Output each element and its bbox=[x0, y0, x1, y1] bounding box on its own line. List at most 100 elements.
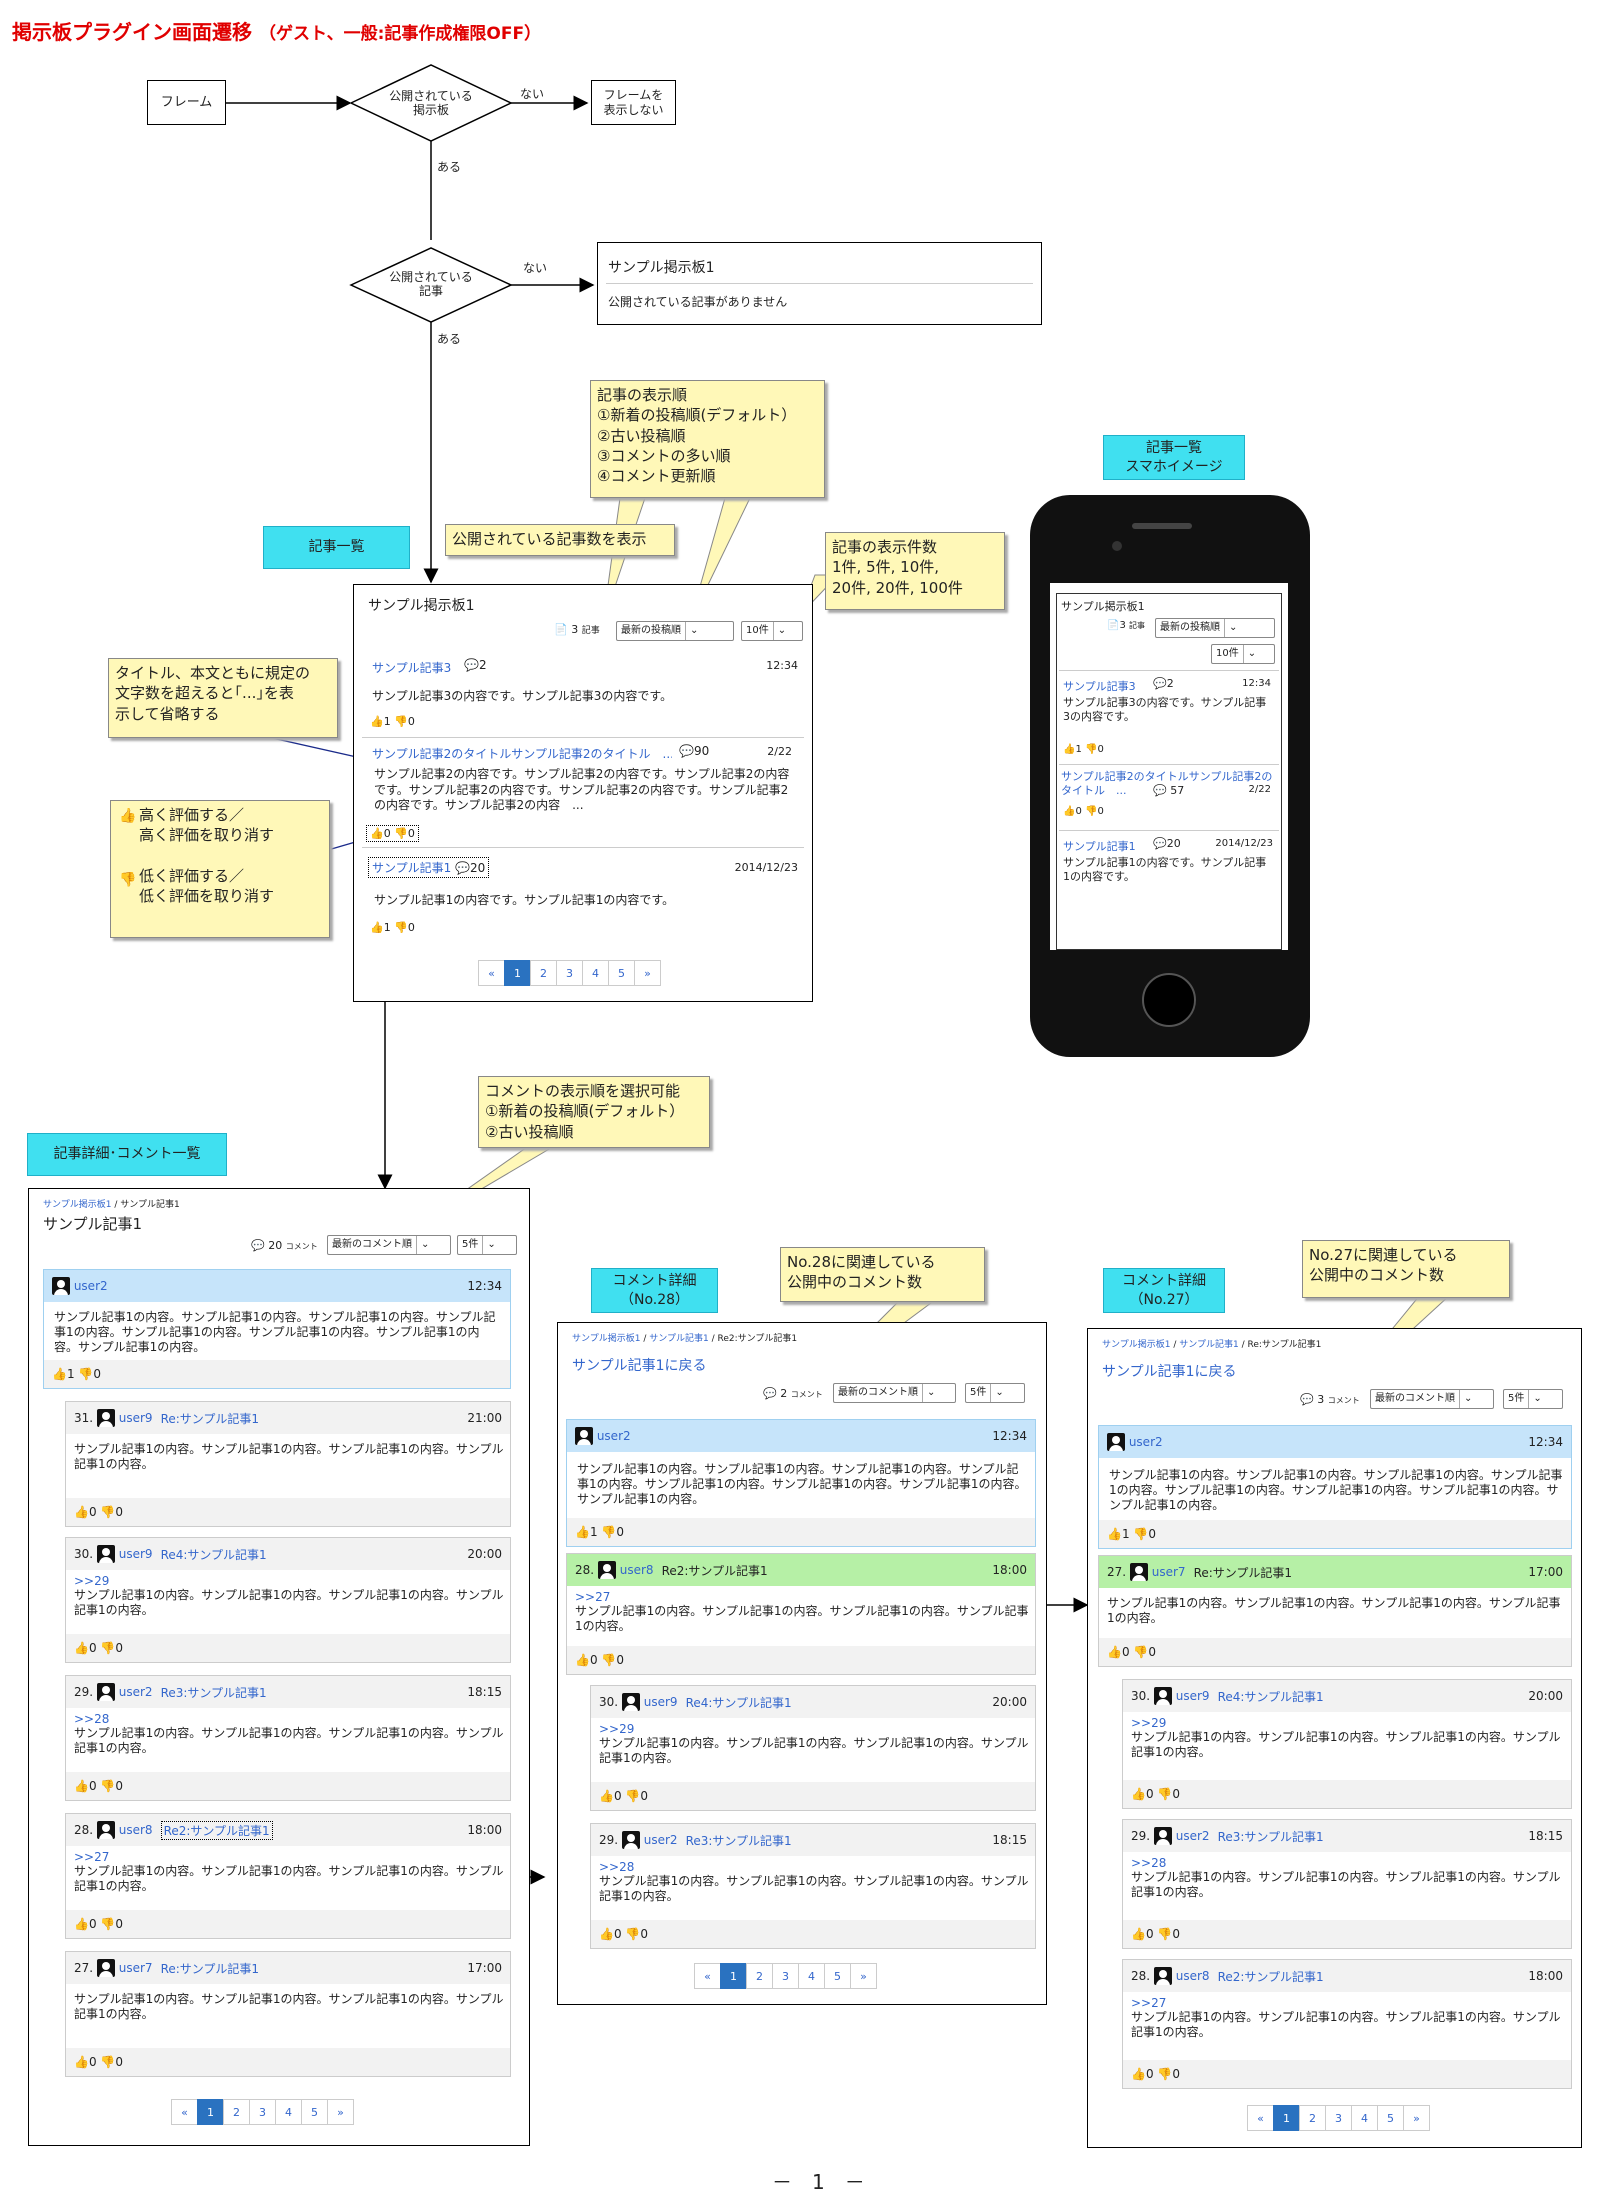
limit-select[interactable]: 10件⌄ bbox=[741, 621, 803, 641]
like-icon[interactable]: 👍 bbox=[1131, 2067, 1146, 2081]
comment-user[interactable]: user8 bbox=[619, 1563, 654, 1577]
dislike-icon[interactable]: 👎 bbox=[1157, 2067, 1173, 2081]
page-link[interactable]: 3 bbox=[556, 960, 583, 986]
reply-ref-link[interactable]: >>28 bbox=[1131, 1856, 1167, 1870]
like-icon[interactable]: 👍 bbox=[74, 1917, 89, 1931]
like-icon[interactable]: 👍 bbox=[1107, 1645, 1122, 1659]
page-next[interactable]: » bbox=[634, 960, 661, 986]
comment-user[interactable]: user7 bbox=[118, 1961, 153, 1975]
page-link[interactable]: 2 bbox=[530, 960, 557, 986]
like-icon[interactable]: 👍 bbox=[74, 2055, 89, 2069]
reply-ref-link[interactable]: >>27 bbox=[575, 1590, 611, 1604]
like-icon[interactable]: 👍 bbox=[599, 1789, 614, 1803]
like-icon[interactable]: 👍 bbox=[1131, 1787, 1146, 1801]
comment-title[interactable]: Re:サンプル記事1 bbox=[1193, 1565, 1293, 1580]
page-prev[interactable]: « bbox=[1247, 2105, 1274, 2131]
reply-ref-link[interactable]: >>27 bbox=[74, 1850, 110, 1864]
reply-ref-link[interactable]: >>29 bbox=[1131, 1716, 1167, 1730]
dislike-icon[interactable]: 👎 bbox=[601, 1653, 617, 1667]
like-icon[interactable]: 👍 bbox=[74, 1641, 89, 1655]
comment-title[interactable]: Re4:サンプル記事1 bbox=[1217, 1689, 1324, 1704]
comment-limit-select[interactable]: 5件⌄ bbox=[457, 1235, 517, 1255]
dislike-icon[interactable]: 👎 bbox=[1157, 1927, 1173, 1941]
like-icon[interactable]: 👍 bbox=[370, 921, 384, 934]
back-link[interactable]: サンプル記事1に戻る bbox=[572, 1358, 707, 1374]
comment-sort-select[interactable]: 最新のコメント順⌄ bbox=[327, 1235, 451, 1255]
page-link[interactable]: 2 bbox=[1299, 2105, 1326, 2131]
comment-title[interactable]: Re:サンプル記事1 bbox=[160, 1411, 260, 1426]
comment-user[interactable]: user2 bbox=[643, 1833, 678, 1847]
page-link[interactable]: 3 bbox=[1325, 2105, 1352, 2131]
reply-ref-link[interactable]: >>29 bbox=[74, 1574, 110, 1588]
article-title[interactable]: サンプル記事2のタイトルサンプル記事2のタイトル ... bbox=[1061, 770, 1273, 797]
comment-title[interactable]: Re2:サンプル記事1 bbox=[160, 1820, 273, 1840]
page-next[interactable]: » bbox=[1403, 2105, 1430, 2131]
dislike-icon[interactable]: 👎 bbox=[100, 1641, 116, 1655]
reply-ref-link[interactable]: >>28 bbox=[599, 1860, 635, 1874]
article-title-box[interactable]: サンプル記事1 💬20 bbox=[368, 857, 490, 878]
like-icon[interactable]: 👍 bbox=[74, 1505, 89, 1519]
page-link[interactable]: 4 bbox=[275, 2099, 302, 2125]
like-icon[interactable]: 👍 bbox=[74, 1779, 89, 1793]
comment-title[interactable]: Re4:サンプル記事1 bbox=[685, 1695, 792, 1710]
limit-select[interactable]: 10件⌄ bbox=[1211, 644, 1275, 664]
comment-title[interactable]: Re4:サンプル記事1 bbox=[160, 1547, 267, 1562]
page-link[interactable]: 3 bbox=[772, 1963, 799, 1989]
sort-select[interactable]: 最新の投稿順⌄ bbox=[616, 621, 734, 641]
sort-select[interactable]: 最新の投稿順⌄ bbox=[1155, 618, 1275, 638]
page-link[interactable]: 3 bbox=[249, 2099, 276, 2125]
comment-user[interactable]: user2 bbox=[1175, 1829, 1210, 1843]
comment-user[interactable]: user8 bbox=[1175, 1969, 1210, 1983]
comment-sort-select[interactable]: 最新のコメント順⌄ bbox=[833, 1383, 956, 1403]
article-title[interactable]: サンプル記事2のタイトルサンプル記事2のタイトル ... bbox=[372, 747, 672, 761]
comment-user[interactable]: user9 bbox=[1175, 1689, 1210, 1703]
page-link[interactable]: 2 bbox=[223, 2099, 250, 2125]
page-prev[interactable]: « bbox=[478, 960, 505, 986]
page-next[interactable]: » bbox=[327, 2099, 354, 2125]
back-link[interactable]: サンプル記事1に戻る bbox=[1102, 1364, 1237, 1380]
like-icon[interactable]: 👍 bbox=[599, 1927, 614, 1941]
comment-limit-select[interactable]: 5件⌄ bbox=[965, 1383, 1025, 1403]
article-title[interactable]: サンプル記事3 bbox=[372, 661, 452, 675]
article-title[interactable]: サンプル記事1 bbox=[1063, 840, 1136, 853]
page-link[interactable]: 1 bbox=[504, 960, 531, 986]
article-title[interactable]: サンプル記事1 bbox=[372, 861, 452, 875]
home-button[interactable] bbox=[1142, 973, 1196, 1027]
dislike-icon[interactable]: 👎 bbox=[1133, 1645, 1149, 1659]
dislike-icon[interactable]: 👎 bbox=[394, 715, 408, 728]
dislike-icon[interactable]: 👎 bbox=[1157, 1787, 1173, 1801]
dislike-icon[interactable]: 👎 bbox=[394, 827, 408, 840]
page-link[interactable]: 4 bbox=[798, 1963, 825, 1989]
comment-user[interactable]: user9 bbox=[118, 1547, 153, 1561]
page-link[interactable]: 4 bbox=[582, 960, 609, 986]
reply-ref-link[interactable]: >>29 bbox=[599, 1722, 635, 1736]
dislike-icon[interactable]: 👎 bbox=[625, 1789, 641, 1803]
dislike-icon[interactable]: 👎 bbox=[100, 1779, 116, 1793]
reply-ref-link[interactable]: >>27 bbox=[1131, 1996, 1167, 2010]
page-link[interactable]: 1 bbox=[197, 2099, 224, 2125]
reply-ref-link[interactable]: >>28 bbox=[74, 1712, 110, 1726]
comment-user[interactable]: user8 bbox=[118, 1823, 153, 1837]
dislike-icon[interactable]: 👎 bbox=[394, 921, 408, 934]
page-link[interactable]: 1 bbox=[1273, 2105, 1300, 2131]
comment-title[interactable]: Re:サンプル記事1 bbox=[160, 1961, 260, 1976]
comment-user[interactable]: user9 bbox=[118, 1411, 153, 1425]
comment-limit-select[interactable]: 5件⌄ bbox=[1503, 1389, 1563, 1409]
like-icon[interactable]: 👍 bbox=[575, 1653, 590, 1667]
page-link[interactable]: 2 bbox=[746, 1963, 773, 1989]
comment-title[interactable]: Re2:サンプル記事1 bbox=[1217, 1969, 1324, 1984]
like-icon[interactable]: 👍 bbox=[370, 715, 384, 728]
page-link[interactable]: 5 bbox=[301, 2099, 328, 2125]
comment-user[interactable]: user2 bbox=[118, 1685, 153, 1699]
comment-user[interactable]: user7 bbox=[1151, 1565, 1186, 1579]
comment-title[interactable]: Re3:サンプル記事1 bbox=[160, 1685, 267, 1700]
page-link[interactable]: 5 bbox=[608, 960, 635, 986]
dislike-icon[interactable]: 👎 bbox=[100, 2055, 116, 2069]
like-icon[interactable]: 👍 bbox=[1131, 1927, 1146, 1941]
page-link[interactable]: 5 bbox=[1377, 2105, 1404, 2131]
page-next[interactable]: » bbox=[850, 1963, 877, 1989]
comment-sort-select[interactable]: 最新のコメント順⌄ bbox=[1370, 1389, 1494, 1409]
